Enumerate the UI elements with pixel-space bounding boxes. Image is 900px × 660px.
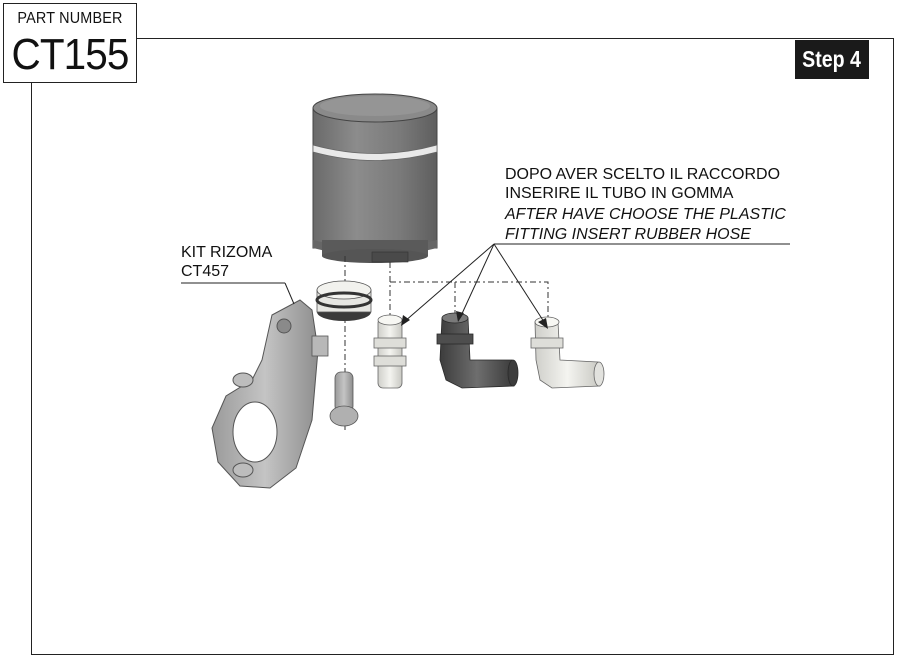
kit-label-line1: KIT RIZOMA (181, 244, 273, 261)
fitting-straight-illustration (373, 314, 407, 389)
part-number-value: CT155 (11, 30, 130, 79)
reservoir-illustration (312, 93, 438, 263)
arrow-heads (401, 311, 548, 329)
instruction-leader-lines (403, 243, 790, 326)
step-badge: Step 4 (795, 40, 869, 79)
fitting-elbow-light-illustration (530, 316, 605, 389)
fitting-elbow-dark-illustration (436, 312, 519, 389)
instruction-it-line1: DOPO AVER SCELTO IL RACCORDO (505, 166, 781, 183)
instruction-en-line1: AFTER HAVE CHOOSE THE PLASTIC (505, 206, 786, 223)
grommet-illustration (315, 280, 373, 321)
step-label: Step 4 (802, 46, 862, 72)
drawing-frame (31, 38, 894, 655)
part-number-box: PART NUMBER CT155 (3, 3, 137, 83)
instruction-it-line2: INSERIRE IL TUBO IN GOMMA (505, 185, 734, 202)
part-number-label: PART NUMBER (17, 10, 123, 27)
screw-illustration (329, 371, 359, 427)
kit-leader-line (181, 282, 295, 305)
bracket-illustration (211, 299, 329, 489)
instruction-en-line2: FITTING INSERT RUBBER HOSE (505, 226, 751, 243)
kit-label-line2: CT457 (181, 263, 230, 280)
